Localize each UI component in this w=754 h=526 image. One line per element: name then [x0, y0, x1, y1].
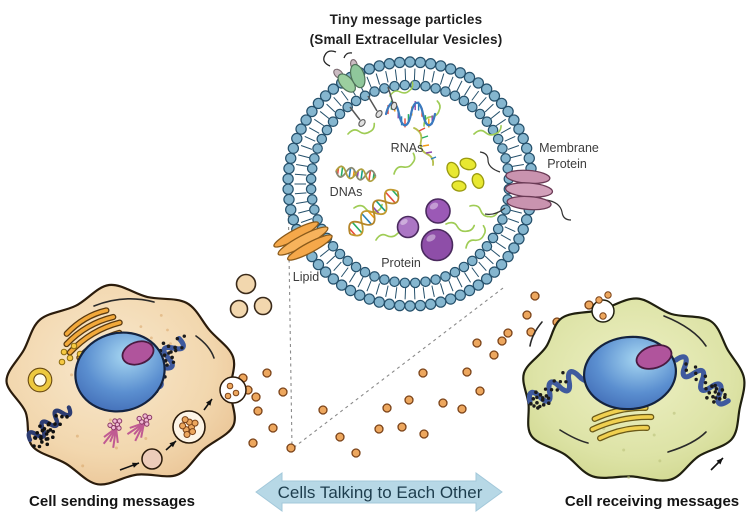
receiving-cell-membrane-folds [529, 315, 707, 453]
sending-cell-nucleolus [121, 340, 155, 366]
magnification-dashed-lines [287, 187, 504, 449]
sending-cell-centrioles [102, 413, 153, 448]
label-membrane-protein-line2: Protein [547, 157, 587, 171]
vesicle-interior [335, 81, 503, 262]
sending-cell-lysosome-ring [27, 367, 53, 393]
sending-cell-arrows [119, 398, 213, 471]
label-membrane-protein-line1: Membrane [539, 141, 599, 155]
sending-cell-transport-vesicle [141, 448, 163, 470]
talk-arrow: Cells Talking to Each Other [255, 472, 503, 512]
cargo-protein-icon [446, 157, 485, 192]
label-rnas: RNAs [391, 141, 424, 155]
label-dnas: DNAs [330, 185, 363, 199]
sending-cell-membrane-folds [93, 298, 215, 359]
receiving-cell-nucleolus [635, 344, 673, 370]
sending-cell-multivesicular-body [172, 410, 206, 444]
protein-icon [396, 198, 454, 262]
receiving-cell-label: Cell receiving messages [565, 493, 739, 510]
receiving-cell-arrows [710, 457, 724, 471]
vesicle-membrane [282, 56, 538, 312]
membrane-protein-icon [479, 151, 572, 221]
vesicle: RNAs DNAs Protein Lipid Membrane Protein [273, 50, 599, 312]
released-vesicles [229, 273, 273, 319]
talk-arrow-label: Cells Talking to Each Other [278, 483, 483, 502]
sending-cell [5, 283, 247, 486]
sending-cell-release-site [219, 376, 247, 404]
talk-arrow-shape [255, 472, 503, 512]
sending-cell-label: Cell sending messages [29, 493, 195, 510]
label-lipid: Lipid [293, 270, 319, 284]
dna-icon [335, 165, 400, 237]
rna-icon [384, 100, 437, 166]
lipid-icon [273, 221, 333, 261]
sending-cell-golgi-vesicles [58, 342, 84, 366]
receiving-cell-uptake-site [591, 291, 615, 323]
title-line2: (Small Extracellular Vesicles) [310, 32, 503, 47]
title-line1: Tiny message particles [330, 12, 483, 27]
receiving-cell [522, 291, 746, 482]
surface-protein-icon [323, 50, 366, 93]
label-protein: Protein [381, 256, 421, 270]
receiving-cell-ribosomes [529, 362, 727, 410]
receptor-pin-icons [349, 86, 398, 127]
